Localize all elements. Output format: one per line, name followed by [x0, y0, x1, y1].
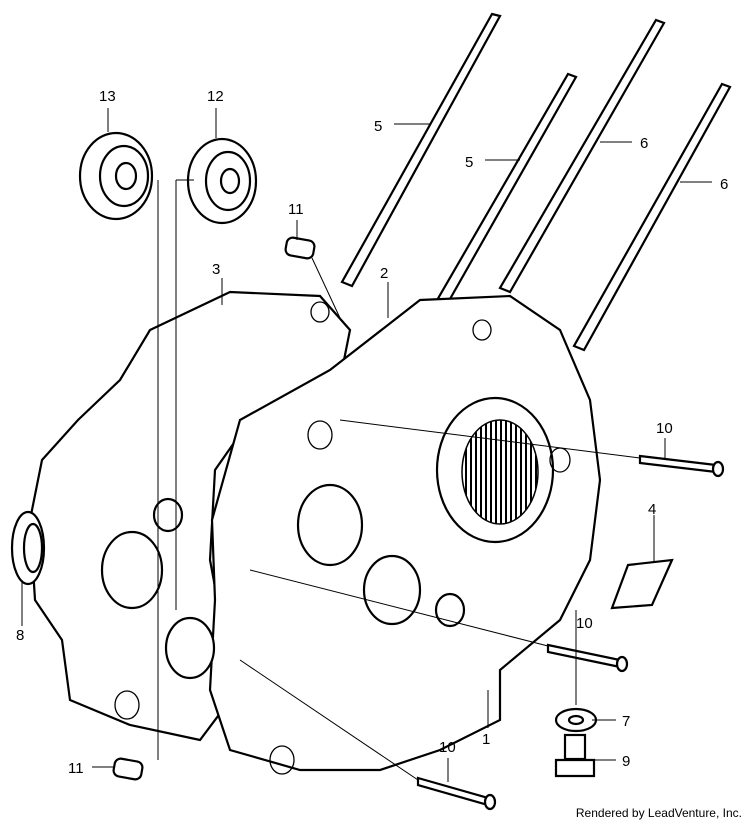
- stud-5-left: [340, 12, 502, 288]
- callout-9: 9: [622, 753, 630, 770]
- bearing-12: [186, 137, 258, 225]
- callout-11-upper: 11: [288, 201, 304, 218]
- callout-12: 12: [207, 88, 224, 105]
- callout-11-lower: 11: [68, 760, 84, 777]
- callout-6-upper: 6: [640, 135, 648, 152]
- callout-5-lower: 5: [465, 154, 473, 171]
- stud-6-right: [572, 82, 732, 352]
- callout-10-upper: 10: [656, 420, 673, 437]
- callout-1: 1: [482, 731, 490, 748]
- leader-lines: [21, 108, 712, 782]
- sealing-washer: [554, 707, 598, 733]
- stud-5-right: [434, 72, 578, 308]
- dowel-pin-lower: [112, 757, 144, 781]
- callout-10-lower: 10: [439, 739, 456, 756]
- oil-seal: [10, 510, 46, 586]
- drain-plug: [554, 733, 596, 778]
- callout-8: 8: [16, 627, 24, 644]
- dowel-pin-upper: [284, 236, 316, 260]
- stud-6-left: [498, 18, 666, 294]
- bearing-13: [78, 131, 154, 221]
- callout-numbers: 13 12 11 3 2 5 5 6 6 10 4 8 10 7 1 9 11 …: [16, 88, 728, 777]
- callout-4: 4: [648, 501, 656, 518]
- callout-6-lower: 6: [720, 176, 728, 193]
- callout-2: 2: [380, 265, 388, 282]
- oil-filter-screen: [610, 558, 674, 610]
- through-bolts: [416, 454, 725, 811]
- callout-5-upper: 5: [374, 118, 382, 135]
- callout-10-middle: 10: [576, 615, 593, 632]
- callout-7: 7: [622, 713, 630, 730]
- crankcase-bores: [100, 301, 571, 775]
- callout-3: 3: [212, 261, 220, 278]
- callout-13: 13: [99, 88, 116, 105]
- credit-text: Rendered by LeadVenture, Inc.: [575, 806, 742, 820]
- stud-bolts: [340, 12, 732, 352]
